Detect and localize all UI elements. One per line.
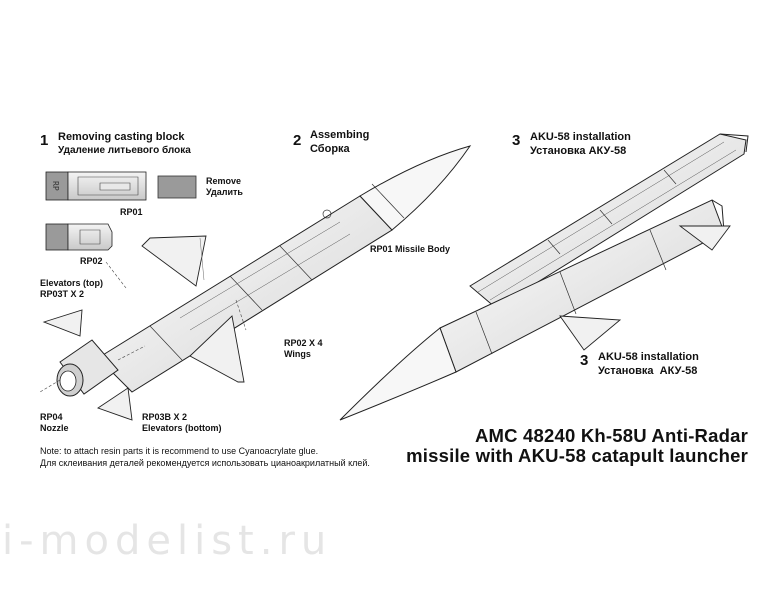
label-wings: RP02 X 4 Wings [284, 338, 323, 360]
step-2-title-en: Assembing [310, 129, 370, 141]
label-elevators-top-1: Elevators (top) [40, 278, 104, 288]
step-2-title: Assembing Сборка [310, 128, 369, 156]
label-wings-2: Wings [284, 349, 311, 359]
step-3a-title-en: AKU-58 installation [530, 131, 631, 143]
label-missile-body: RP01 Missile Body [370, 244, 451, 254]
step-2-title-ru: Сборка [310, 143, 350, 155]
remove-label-ru: Удалить [206, 187, 243, 197]
exploded-missile [39, 145, 472, 397]
glue-note-ru: Для склеивания деталей рекомендуется исп… [40, 458, 370, 468]
remove-label-en: Remove [206, 176, 242, 186]
step-3a-number: 3 [512, 132, 521, 149]
label-rp03b-2: Elevators (bottom) [142, 423, 222, 433]
casting-block-rp01: RP [45, 171, 147, 201]
label-wings-1: RP02 X 4 [284, 338, 323, 348]
product-title-line1: AMC 48240 Kh-58U Anti-Radar [474, 425, 748, 446]
glue-note-en: Note: to attach resin parts it is recomm… [40, 446, 319, 456]
label-elevators-top-2: RP03T X 2 [40, 289, 85, 299]
label-rp02: RP02 [80, 256, 103, 266]
glue-note: Note: to attach resin parts it is recomm… [40, 445, 370, 469]
missile-with-launcher [339, 199, 731, 421]
step-3a-title-ru: Установка АКУ-58 [530, 145, 627, 157]
step-3b-number: 3 [580, 352, 589, 369]
label-rp04-2: Nozzle [40, 423, 69, 433]
label-rp01: RP01 [120, 207, 143, 217]
label-rp03b-1: RP03B X 2 [142, 412, 188, 422]
product-title-line2: missile with AKU-58 catapult launcher [406, 445, 748, 466]
svg-text:RP: RP [51, 181, 60, 191]
step-3b-title-en: AKU-58 installation [598, 351, 699, 363]
step-3b-title-ru: Установка АКУ-58 [598, 365, 698, 377]
step-1-title-ru: Удаление литьевого блока [58, 145, 191, 156]
step-1-title-en: Removing casting block [58, 131, 185, 143]
watermark: i-modelist.ru [2, 518, 333, 564]
step-3a-title: AKU-58 installation Установка АКУ-58 [530, 130, 631, 158]
wing-top [141, 235, 207, 287]
step-3b-title: AKU-58 installation Установка АКУ-58 [598, 350, 699, 378]
step-2-number: 2 [293, 132, 302, 149]
wing-bottom [189, 315, 245, 383]
label-rp03b: RP03B X 2 Elevators (bottom) [142, 412, 222, 434]
remove-label: Remove Удалить [206, 176, 243, 198]
label-rp04: RP04 Nozzle [40, 412, 69, 434]
elevator-bottom [97, 387, 133, 421]
step-1-number: 1 [40, 132, 49, 149]
step-1-title: Removing casting block Удаление литьевог… [58, 130, 191, 158]
label-elevators-top: Elevators (top) RP03T X 2 [40, 278, 103, 300]
casting-block-rp02 [45, 223, 113, 251]
product-title: AMC 48240 Kh-58U Anti-Radar missile with… [406, 426, 748, 466]
elevator-top [42, 309, 83, 337]
label-rp04-1: RP04 [40, 412, 63, 422]
removed-block [157, 175, 197, 199]
